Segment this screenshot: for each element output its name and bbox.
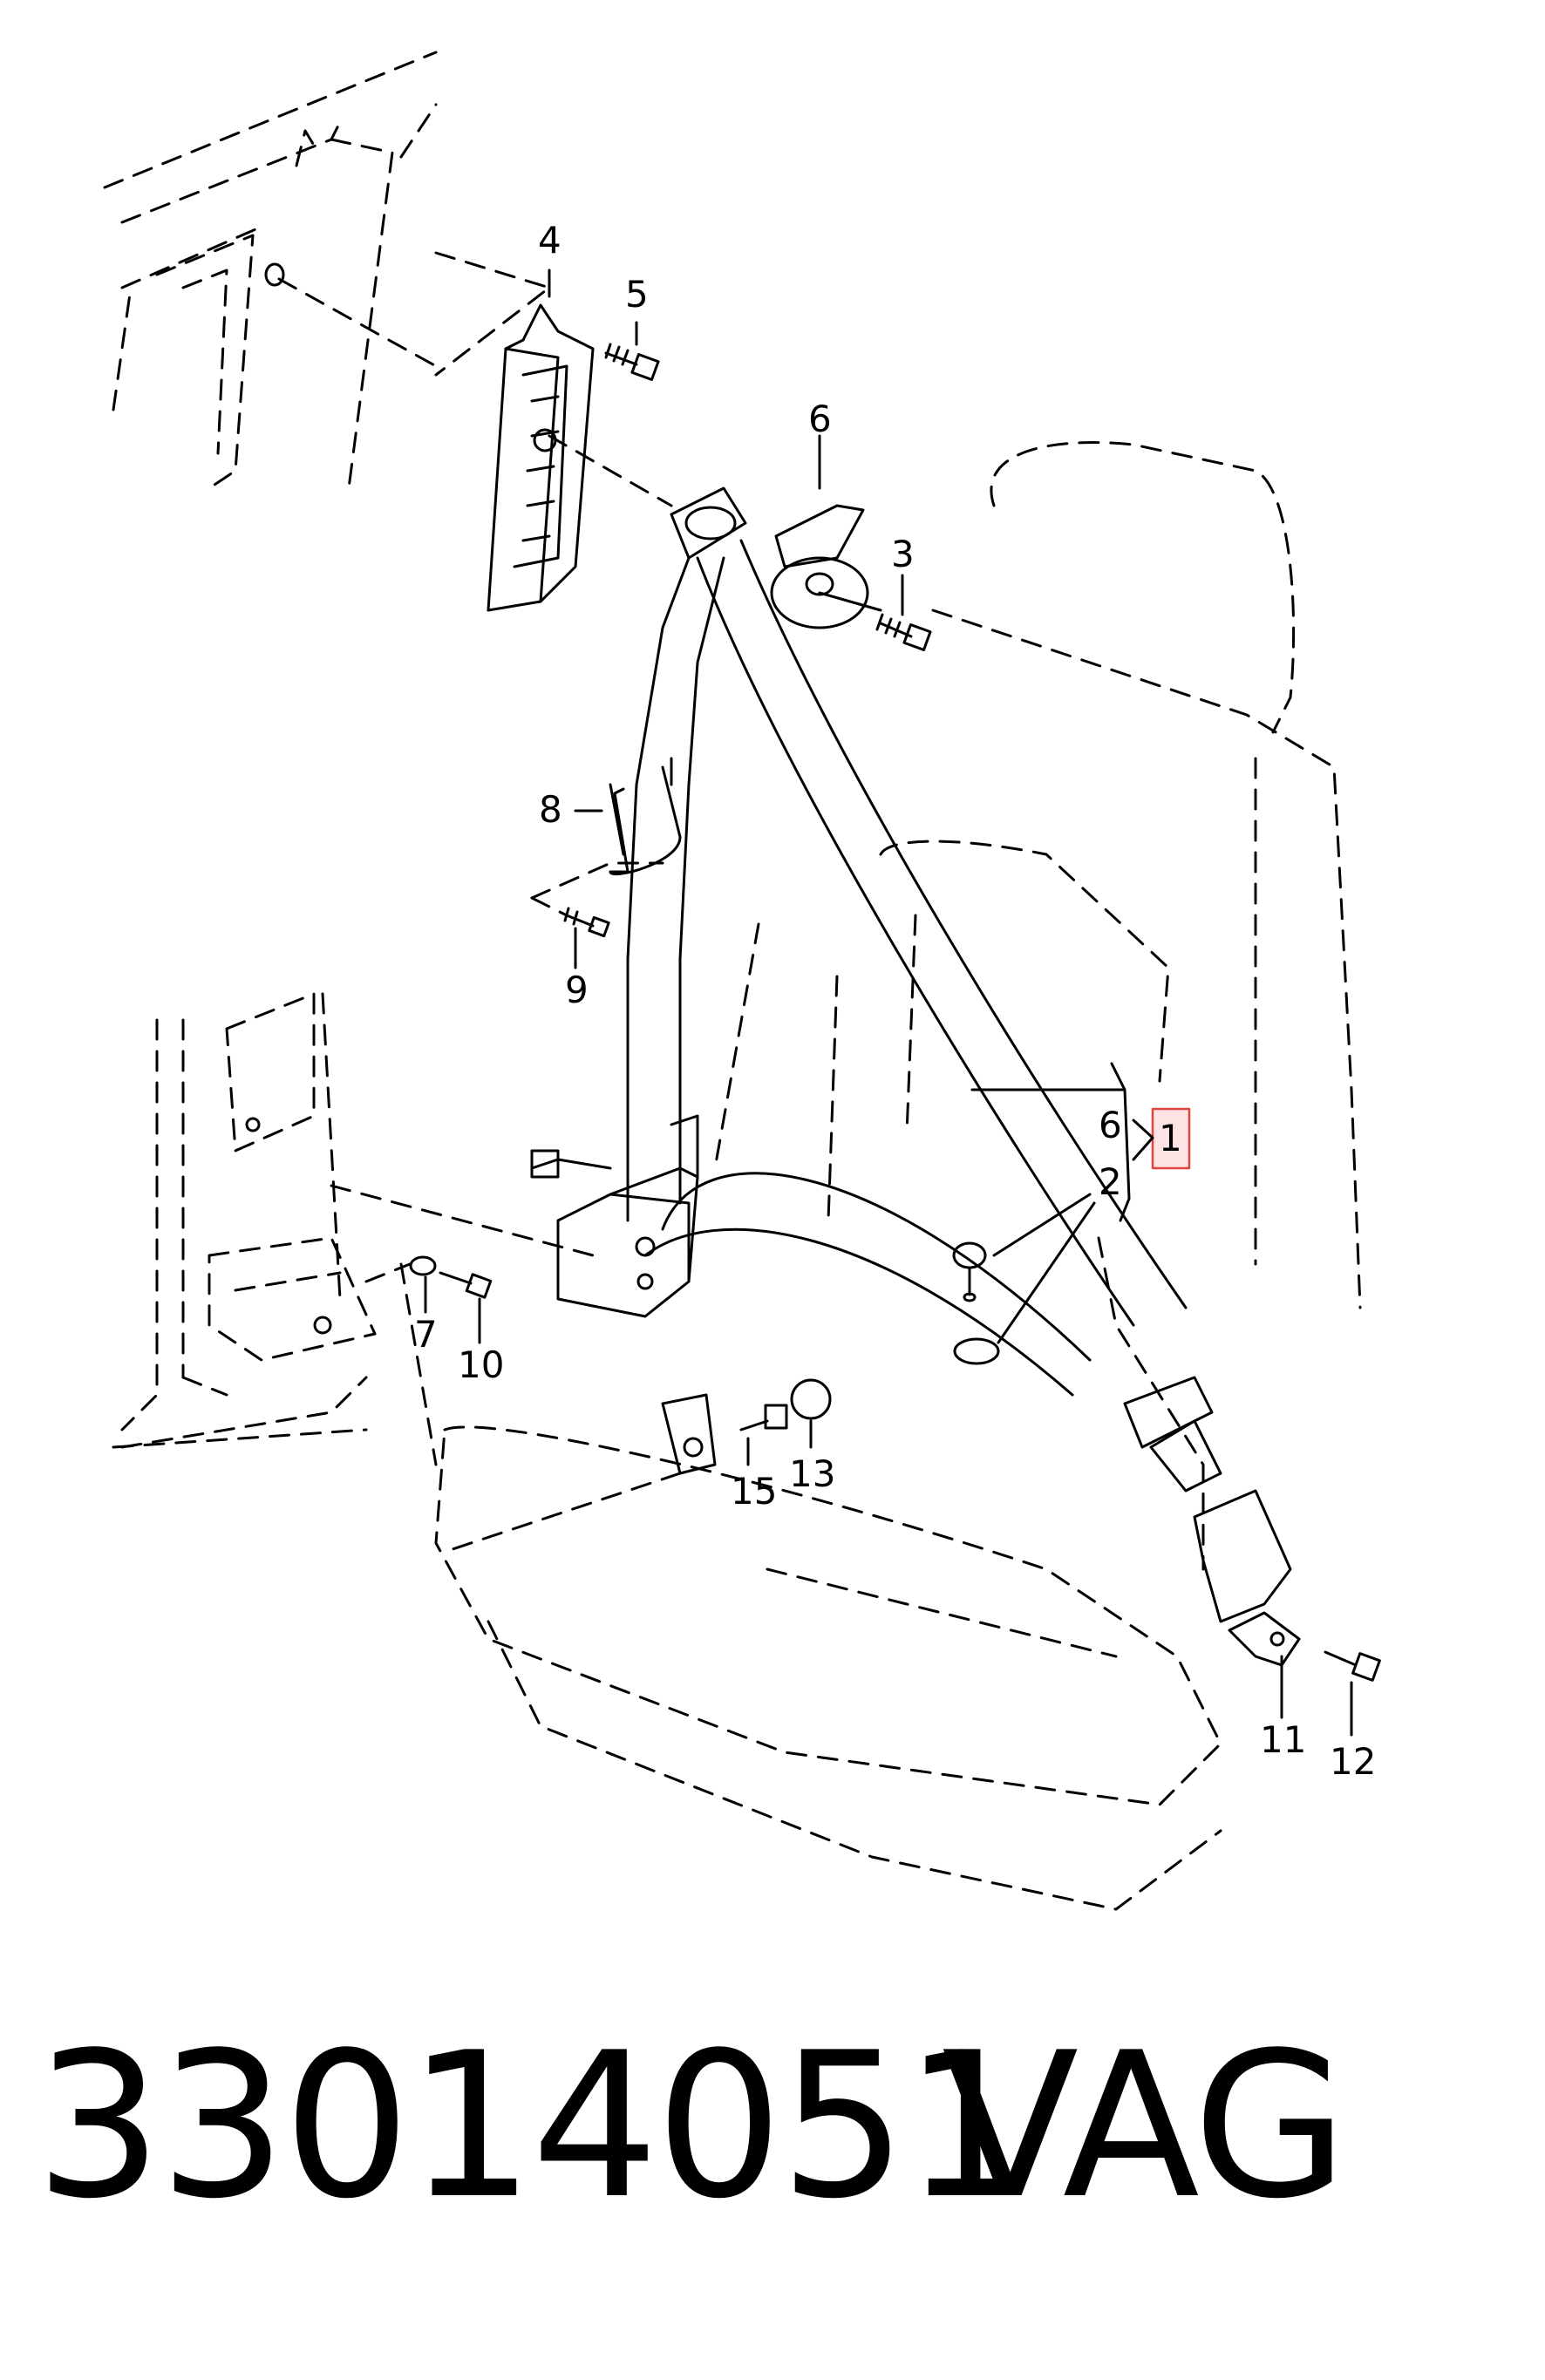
pillar-hole [264,262,285,287]
callout-2: 2 [1099,1160,1122,1203]
callout-8: 8 [539,788,562,831]
seat-outline [399,441,1362,1911]
callout-3: 3 [891,533,915,575]
seat-belt-webbing [626,486,1188,1397]
bolt-12 [1324,1650,1381,1682]
bolt-3 [875,613,932,651]
callout-13: 13 [789,1452,835,1495]
callout-10: 10 [458,1343,504,1386]
cap-13 [790,1378,832,1420]
bolt-5 [604,343,660,381]
callout-5: 5 [625,273,649,316]
callout-4: 4 [538,219,562,262]
part-number: 33014051 [35,2010,1031,2243]
callout-leaders [424,269,1353,1737]
callout-1: 1 [1159,1117,1182,1159]
seat-belt-exploded-diagram: 1 2 3 4 5 6 6 7 8 9 10 11 12 13 15 [103,51,1381,1911]
callout-7: 7 [414,1313,438,1356]
bracket-8 [609,757,682,876]
bolt-10 [439,1271,493,1299]
highlight-box [1151,1107,1191,1170]
reference-bracket [970,1062,1131,1222]
panel-hole [245,1117,261,1132]
callout-12: 12 [1330,1740,1376,1783]
callout-11: 11 [1260,1718,1306,1761]
buckle-assembly [1123,1376,1301,1667]
lower-body-panel [112,992,595,1449]
callout-9: 9 [565,969,589,1011]
panel-hole [313,1316,332,1335]
brand-label: VAG [942,2010,1348,2243]
lower-anchor-plate [443,1393,717,1554]
callout-15: 15 [731,1470,777,1513]
screw-9 [563,907,610,938]
b-pillar-outline [103,51,438,490]
callout-6-top: 6 [808,398,832,440]
leader-dashed [277,277,438,377]
height-adjuster [487,303,673,612]
buckle-cover-parts [952,1193,1096,1365]
washer-7 [409,1255,437,1276]
belt-retractor [530,1114,699,1318]
leader-dashed [530,896,568,917]
leader-dashed [434,251,551,377]
footer: 33014051 VAG [35,1996,1517,2258]
trim-cover-6 [770,504,882,629]
callout-1-arrow [1132,1119,1154,1161]
callout-6-bottom: 6 [1099,1104,1122,1146]
bolt-15 [739,1404,788,1431]
